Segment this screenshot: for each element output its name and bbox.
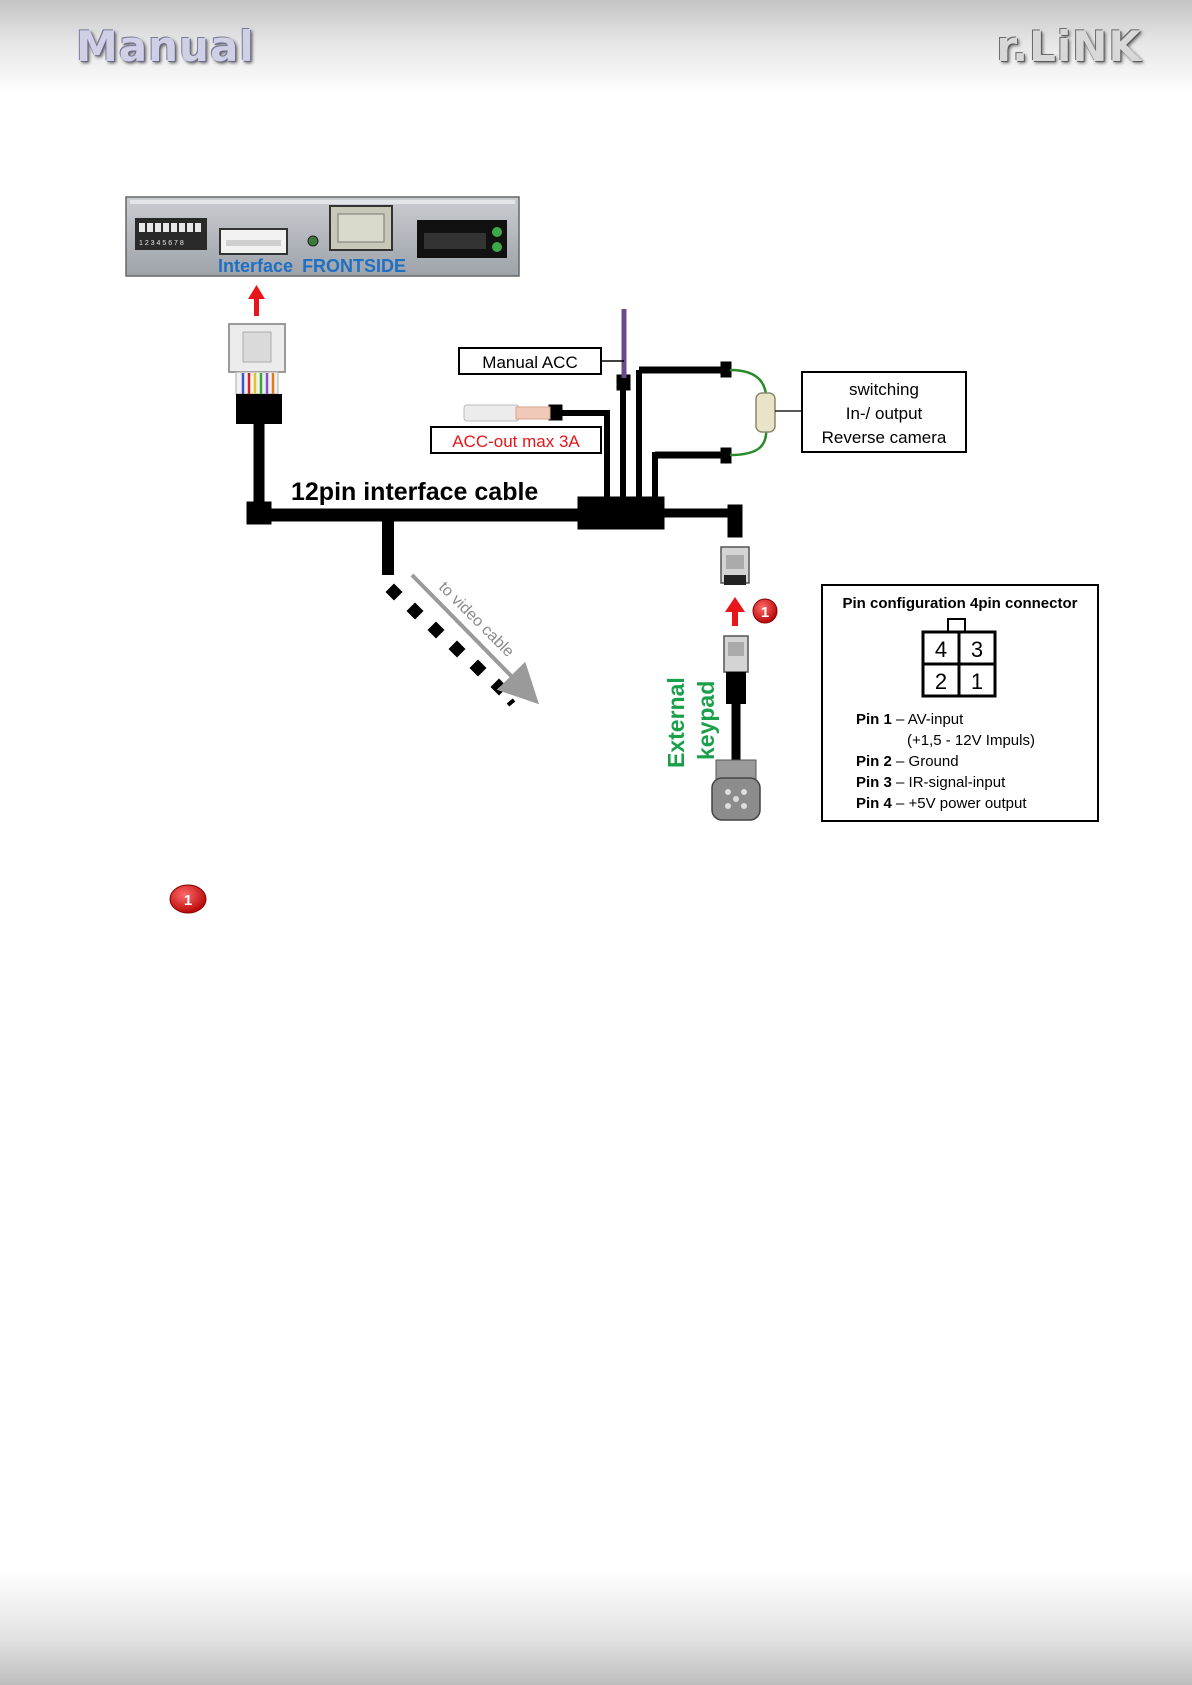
pin-cell-3: 3 xyxy=(971,637,983,662)
switching-box: switching In-/ output Reverse camera xyxy=(801,371,967,453)
acc-out-label: ACC-out max 3A xyxy=(452,432,580,451)
pin-cell-1: 1 xyxy=(971,669,983,694)
svg-text:1: 1 xyxy=(761,604,769,621)
footer-band xyxy=(0,1570,1192,1685)
switching-line3: Reverse camera xyxy=(822,428,947,447)
pin-config-box: Pin configuration 4pin connector 4 3 2 1… xyxy=(821,584,1099,822)
keypad-plug xyxy=(723,635,749,760)
dip-switch-block: 1 2 3 4 5 6 7 8 xyxy=(135,218,207,250)
cable-label: 12pin interface cable xyxy=(291,478,538,506)
keypad-label-line1: External xyxy=(663,677,689,768)
keypad-connector-top xyxy=(720,546,750,585)
manual-acc-box: Manual ACC xyxy=(458,347,624,375)
svg-text:Interface FRONTSIDE: Interface FRONTSIDE xyxy=(218,256,406,276)
video-cable-label: to video cable xyxy=(435,579,517,661)
interface-label-word1: Interface xyxy=(218,256,293,276)
interface-unit: 1 2 3 4 5 6 7 8 Interface FRONTSIDE xyxy=(125,196,520,277)
header-band xyxy=(0,0,1192,95)
acc-out-box: ACC-out max 3A xyxy=(430,426,602,454)
svg-text:1: 1 xyxy=(184,892,192,909)
interface-label-word2: FRONTSIDE xyxy=(302,256,406,276)
rlink-logo: r.LiNK xyxy=(996,22,1142,71)
red-arrow-interface xyxy=(248,285,265,316)
pin-cell-2: 2 xyxy=(935,669,947,694)
pin-line-3: Pin 3 – IR-signal-input xyxy=(856,774,1006,791)
pin-line-2: Pin 2 – Ground xyxy=(856,753,959,770)
pin-cell-4: 4 xyxy=(935,637,947,662)
legend-marker-1: 1 xyxy=(169,884,207,914)
switching-line1: switching xyxy=(849,380,919,399)
status-led xyxy=(307,235,319,247)
step-marker-1: 1 xyxy=(752,598,778,624)
main-cable xyxy=(246,361,743,575)
manual-acc-label: Manual ACC xyxy=(482,353,577,372)
red-arrow-keypad xyxy=(725,597,745,626)
dip-numbers: 1 2 3 4 5 6 7 8 xyxy=(139,240,184,247)
switching-fuse-wire xyxy=(729,368,802,457)
pin-line-4: Pin 4 – +5V power output xyxy=(856,795,1027,812)
switching-line2: In-/ output xyxy=(846,404,923,423)
manual-logo: Manual xyxy=(76,22,255,71)
acc-out-plug xyxy=(463,404,551,422)
video-cable-branch: to video cable xyxy=(385,573,540,707)
pin-line-1: Pin 1 – AV-input xyxy=(856,711,964,728)
keypad-device xyxy=(711,759,761,821)
pin-config-title: Pin configuration 4pin connector xyxy=(842,595,1077,612)
pin-grid: 4 3 2 1 xyxy=(921,618,997,698)
keypad-label-line2: keypad xyxy=(693,681,719,760)
12pin-plug xyxy=(228,323,286,424)
pin-line-1b: (+1,5 - 12V Impuls) xyxy=(907,732,1035,749)
